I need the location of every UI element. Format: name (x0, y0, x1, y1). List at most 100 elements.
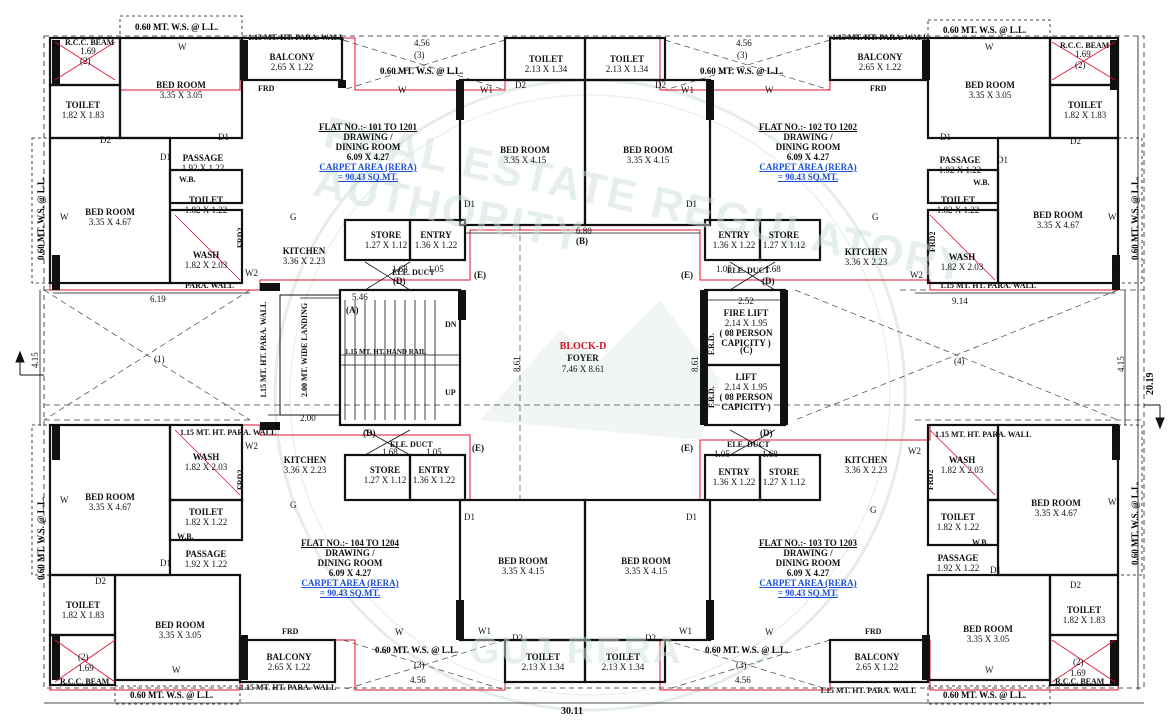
door-d1-tl: D1 (218, 132, 229, 142)
tag-2-tr: (2) (1075, 60, 1086, 70)
dim-total-height: 20.19 (1145, 372, 1156, 396)
dim-415-right: 4.15 (1116, 356, 1126, 372)
tag-2-br: (2) (1073, 657, 1084, 667)
door-d1-tl-2: D1 (160, 152, 171, 162)
para-wall-bottom-right: 1.15 MT. HT. PARA. WALL (820, 686, 917, 695)
para-wall-kitchen-tr: 1.15 MT. HT. PARA. WALL (940, 281, 1037, 290)
dim-619: 6.19 (150, 294, 166, 304)
door-d1-tr: D1 (940, 132, 951, 142)
tag-2-bl: (2) (78, 652, 89, 662)
d1-tc-2: D1 (686, 199, 697, 209)
dim-456-tl: 4.56 (414, 38, 430, 48)
flat-102-drawing: DRAWING / (783, 132, 833, 142)
grid-lines (43, 39, 1144, 691)
w1-tl: W1 (480, 85, 493, 95)
dim-168-bl: 1.68 (382, 447, 398, 457)
flat-104-title: FLAT NO.:- 104 TO 1204 DRAWING / DINING … (301, 538, 399, 598)
wb-bl: W.B. (177, 532, 194, 541)
para-wall-top-right: 1.15 MT. HT. PARA. WALL (832, 33, 929, 42)
frd2-br: FRD2 (926, 469, 935, 490)
dim-105-tr: 1.05 (716, 264, 732, 274)
ws-bottom-center-left: 0.60 MT. W.S. @ L.L. (375, 645, 459, 655)
door-d2-tr: D2 (1070, 136, 1081, 146)
tag-d-tr: (D) (762, 276, 775, 286)
flat-104-carpet: = 90.43 SQ.MT. (319, 588, 381, 598)
dim-546: 5.46 (352, 292, 368, 302)
dim-456-tr: 4.56 (736, 38, 752, 48)
window-sill-boxes (31, 15, 1143, 705)
tag-d-tl: (D) (393, 276, 406, 286)
ele-duct-tr: ELE. DUCT (727, 266, 770, 275)
rcc-beam-tr: R.C.C. BEAM (1060, 41, 1110, 50)
dim-168-tr: 1.68 (765, 264, 781, 274)
g-br: G (870, 505, 877, 515)
tag-e-br: (E) (681, 443, 693, 453)
flat-101-drawing: DRAWING / (343, 132, 393, 142)
d2-bl: D2 (95, 576, 106, 586)
door-d1-tr-2: D1 (997, 155, 1008, 165)
stair-dn: DN (445, 320, 457, 329)
ws-top-center-left: 0.60 MT. W.S. @ L.L. (380, 66, 464, 76)
flat-103-size: 6.09 X 4.27 (786, 568, 830, 578)
ele-duct-tl: ELE. DUCT (392, 268, 435, 277)
landing (279, 294, 341, 416)
dim-861-left: 8.61 (512, 356, 522, 372)
flat-103-carpet-label: CARPET AREA (RERA) (759, 578, 857, 588)
flat-103-drawing: DRAWING / (783, 548, 833, 558)
ws-right-bottom: 0.60 MT. W.S. @ L.L. (1130, 481, 1140, 565)
rcc-cross (54, 41, 1116, 683)
frd2-tr: FRD2 (928, 231, 937, 252)
foyer-label: FOYER (567, 353, 599, 363)
tag-b: (B) (576, 236, 588, 246)
d2-bc-2: D2 (645, 633, 656, 643)
stair-up: UP (445, 388, 456, 397)
fire-rd-upper: F.R.D. (707, 333, 716, 355)
flat-102-carpet: = 90.43 SQ.MT. (777, 172, 839, 182)
w2-tr: W2 (910, 270, 923, 280)
dim-168-br: 1.68 (762, 449, 778, 459)
flat-103-carpet: = 90.43 SQ.MT. (777, 588, 839, 598)
tag-3-tr: (3) (737, 50, 748, 60)
para-wall-bottom-left: 1.15 MT. HT. PARA. WALL (240, 683, 337, 692)
frd2-tl: FRD2 (236, 227, 245, 248)
para-wall-kitchen-bl: 1.15 MT. HT. PARA. WALL (180, 428, 277, 437)
fire-rd-lower: F.R.D. (707, 386, 716, 408)
flat-101-carpet-label: CARPET AREA (RERA) (319, 162, 417, 172)
frd-bl-balcony: FRD (282, 627, 299, 636)
landing-label: 2.00 MT. WIDE LANDING (300, 302, 309, 397)
flat-101-size: 6.09 X 4.27 (346, 152, 390, 162)
tag-4: (4) (954, 356, 965, 366)
flat-102-carpet-label: CARPET AREA (RERA) (759, 162, 857, 172)
rcc-beam-tl: R.C.C. BEAM (65, 38, 115, 47)
rcc-num-bl: 1.69 (78, 663, 94, 673)
window-w-bc-r: W (765, 627, 774, 637)
dim-total-width: 30.11 (561, 706, 583, 717)
flat-101-title: FLAT NO.:- 101 TO 1201 DRAWING / DINING … (319, 122, 417, 182)
tag-a: (A) (346, 305, 359, 315)
hand-rail-label: 1.15 MT. HT. HAND RAIL (345, 348, 427, 356)
ws-left-top: 0.60 MT. W.S. @ L.L. (36, 176, 46, 260)
flat-104-drawing: DRAWING / (325, 548, 375, 558)
frd-br-balcony: FRD (865, 627, 882, 636)
tag-e-bl: (E) (472, 443, 484, 453)
